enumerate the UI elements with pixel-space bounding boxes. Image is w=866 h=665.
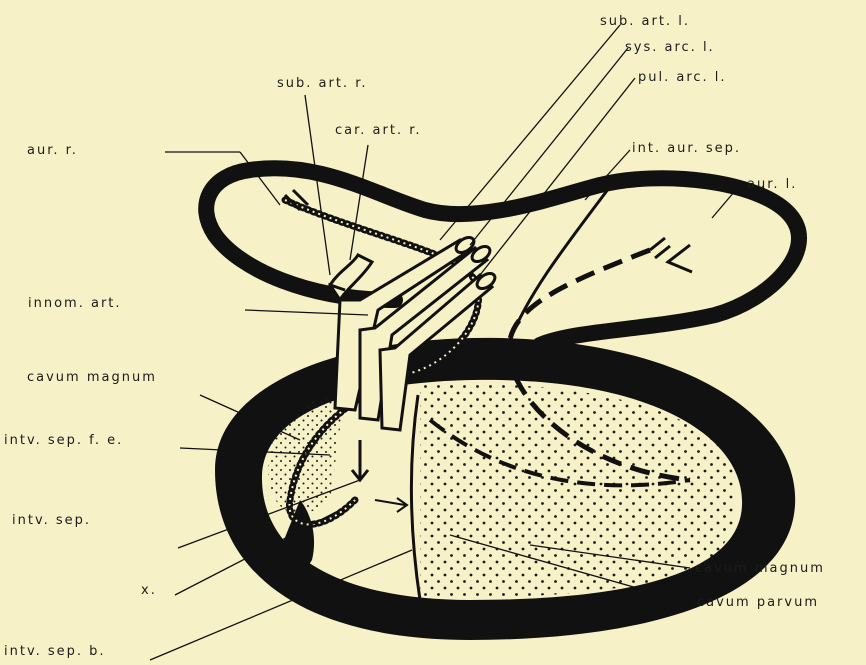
label-int-aur-sep: int. aur. sep. [632, 141, 741, 157]
label-intv-sep-b: intv. sep. b. [4, 644, 106, 660]
label-cavum-parvum: cavum parvum [697, 595, 819, 611]
label-sub-art-r: sub. art. r. [277, 76, 368, 92]
label-sub-art-l: sub. art. l. [600, 14, 690, 30]
label-aur-r: aur. r. [27, 143, 78, 159]
label-intv-sep-f-e: intv. sep. f. e. [4, 433, 123, 449]
label-cavum-magnum-left: cavum magnum [27, 370, 157, 386]
label-intv-sep: intv. sep. [12, 513, 91, 529]
label-pul-arc-l: pul. arc. l. [638, 70, 727, 86]
label-car-art-r: car. art. r. [335, 123, 422, 139]
label-innom-art: innom. art. [28, 296, 122, 312]
label-aur-l: aur. l. [747, 177, 797, 193]
septum-line [412, 395, 421, 600]
label-cavum-magnum-right: cavum magnum [695, 561, 825, 577]
label-x: x. [141, 583, 157, 599]
label-sys-arc-l: sys. arc. l. [625, 40, 715, 56]
